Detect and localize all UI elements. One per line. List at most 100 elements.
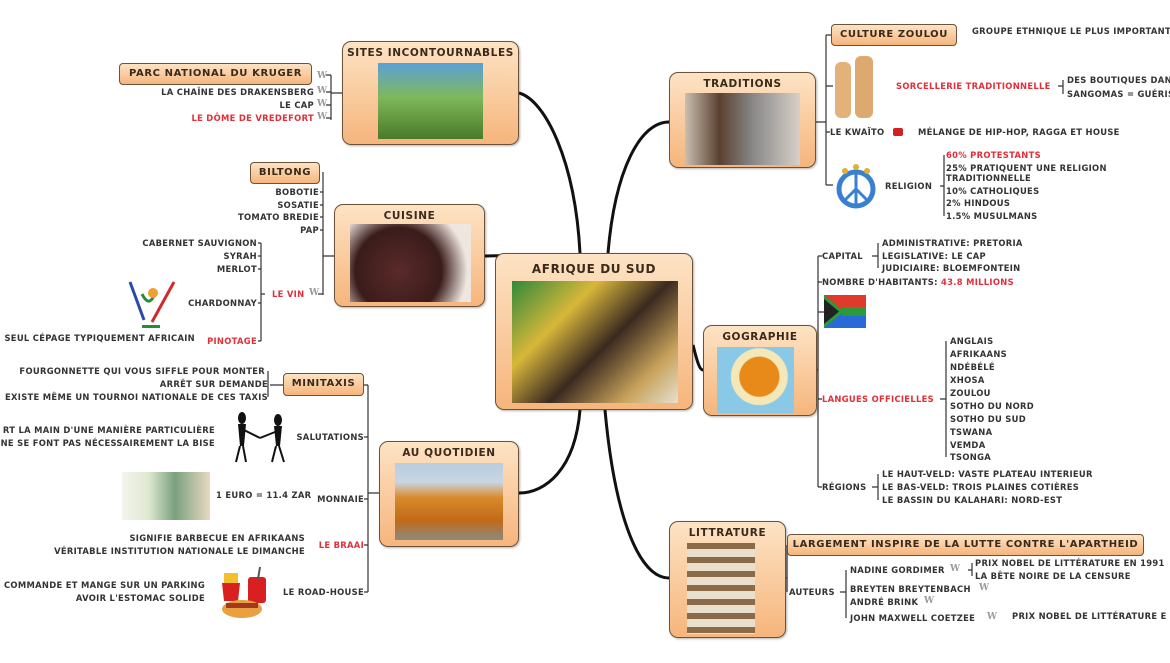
node-traditions[interactable]: TRADITIONS bbox=[669, 72, 816, 168]
wine-item[interactable]: CABERNET SAUVIGNON bbox=[142, 238, 257, 248]
language-item[interactable]: VEMDA bbox=[950, 440, 986, 450]
node-litterature[interactable]: LITTRATURE bbox=[669, 521, 786, 638]
capital-item[interactable]: CAPITAL bbox=[822, 251, 863, 261]
node-title: CUISINE bbox=[383, 210, 436, 222]
node-sites-incontournables[interactable]: SITES INCONTOURNABLES bbox=[342, 41, 519, 145]
roadhouse-note[interactable]: AVOIR L'ESTOMAC SOLIDE bbox=[75, 593, 205, 603]
wine-item[interactable]: PINOTAGE bbox=[207, 336, 257, 346]
site-item[interactable]: LE CAP bbox=[279, 100, 314, 110]
wine-item[interactable]: MERLOT bbox=[216, 264, 257, 274]
le-vin-item[interactable]: LE VIN bbox=[272, 289, 305, 299]
wikipedia-icon[interactable]: W bbox=[317, 86, 328, 96]
minitaxis-note[interactable]: ARRÊT SUR DEMANDE bbox=[159, 379, 268, 389]
zoulou-note[interactable]: GROUPE ETHNIQUE LE PLUS IMPORTANT bbox=[972, 26, 1170, 36]
youtube-icon[interactable] bbox=[893, 128, 903, 136]
author-item[interactable]: ANDRÉ BRINK bbox=[850, 597, 919, 607]
religion-stat[interactable]: TRADITIONNELLE bbox=[946, 173, 1031, 183]
sorcellerie-item[interactable]: SORCELLERIE TRADITIONNELLE bbox=[896, 81, 1051, 91]
wikipedia-icon[interactable]: W bbox=[317, 71, 328, 81]
culture-zoulou-node[interactable]: CULTURE ZOULOU bbox=[831, 24, 957, 46]
regions-item[interactable]: RÉGIONS bbox=[822, 482, 867, 492]
wine-item[interactable]: CHARDONNAY bbox=[188, 298, 257, 308]
religion-stat[interactable]: 2% HINDOUS bbox=[946, 198, 1011, 208]
map-image bbox=[717, 347, 794, 413]
minitaxis-note[interactable]: EXISTE MÊME UN TOURNOI NATIONALE DE CES … bbox=[5, 392, 268, 402]
minitaxis-node[interactable]: MINITAXIS bbox=[283, 373, 364, 396]
dish-item[interactable]: TOMATO BREDIE bbox=[238, 212, 319, 222]
language-item[interactable]: NDÉBÉLÉ bbox=[950, 362, 995, 372]
capital-city[interactable]: LEGISLATIVE: LE CAP bbox=[882, 251, 986, 261]
roadhouse-note[interactable]: COMMANDE ET MANGE SUR UN PARKING bbox=[3, 580, 205, 590]
monnaie-note[interactable]: 1 EURO = 11.4 ZAR bbox=[216, 490, 312, 500]
pinotage-note[interactable]: SEUL CÉPAGE TYPIQUEMENT AFRICAIN bbox=[4, 333, 195, 343]
node-title: GOGRAPHIE bbox=[722, 331, 798, 343]
site-item[interactable]: LA CHAÎNE DES DRAKENSBERG bbox=[161, 87, 314, 97]
kwaito-note[interactable]: MÉLANGE DE HIP-HOP, RAGGA ET HOUSE bbox=[918, 127, 1120, 137]
author-item[interactable]: JOHN MAXWELL COETZEE bbox=[850, 613, 976, 623]
kruger-node[interactable]: PARC NATIONAL DU KRUGER bbox=[119, 63, 312, 85]
religion-stat[interactable]: 25% PRATIQUENT UNE RELIGION bbox=[946, 163, 1107, 173]
region-item[interactable]: LE BASSIN DU KALAHARI: NORD-EST bbox=[882, 495, 1063, 505]
habitants-item[interactable]: NOMBRE D'HABITANTS: 43.8 MILLIONS bbox=[822, 277, 1014, 288]
wikipedia-icon[interactable]: W bbox=[317, 112, 328, 122]
author-item[interactable]: NADINE GORDIMER bbox=[850, 565, 945, 575]
braai-note[interactable]: SIGNIFIE BARBECUE EN AFRIKAANS bbox=[129, 533, 305, 543]
author-item[interactable]: BREYTEN BREYTENBACH bbox=[850, 584, 971, 594]
minitaxis-note[interactable]: FOURGONNETTE QUI VOUS SIFFLE POUR MONTER bbox=[19, 366, 265, 376]
language-item[interactable]: TSONGA bbox=[950, 452, 992, 462]
auteurs-item[interactable]: AUTEURS bbox=[789, 587, 835, 597]
religion-item[interactable]: RELIGION bbox=[885, 181, 933, 191]
biltong-photo bbox=[350, 224, 471, 302]
language-item[interactable]: SOTHO DU NORD bbox=[950, 401, 1035, 411]
wikipedia-icon[interactable]: W bbox=[987, 612, 998, 622]
kwaito-item[interactable]: LE KWAÏTO bbox=[830, 127, 885, 137]
wikipedia-icon[interactable]: W bbox=[950, 564, 961, 574]
dish-item[interactable]: PAP bbox=[300, 225, 319, 235]
braai-note[interactable]: VÉRITABLE INSTITUTION NATIONALE LE DIMAN… bbox=[54, 546, 305, 556]
node-cuisine[interactable]: CUISINE bbox=[334, 204, 485, 307]
capital-city[interactable]: JUDICIAIRE: BLOEMFONTEIN bbox=[882, 263, 1021, 273]
apartheid-banner-node[interactable]: LARGEMENT INSPIRE DE LA LUTTE CONTRE L'A… bbox=[787, 534, 1144, 556]
language-item[interactable]: SOTHO DU SUD bbox=[950, 414, 1026, 424]
religion-stat[interactable]: 60% PROTESTANTS bbox=[946, 150, 1041, 160]
figurine-icon bbox=[835, 62, 851, 118]
language-item[interactable]: TSWANA bbox=[950, 427, 993, 437]
central-node[interactable]: AFRIQUE DU SUD bbox=[495, 253, 693, 410]
religion-stat[interactable]: 1.5% MUSULMANS bbox=[946, 211, 1038, 221]
religion-stat[interactable]: 10% CATHOLIQUES bbox=[946, 186, 1040, 196]
wikipedia-icon[interactable]: W bbox=[309, 288, 320, 298]
wikipedia-icon[interactable]: W bbox=[979, 583, 990, 593]
salutations-note[interactable]: NE SE FONT PAS NÉCESSAIREMENT LA BISE bbox=[0, 438, 215, 448]
node-au-quotidien[interactable]: AU QUOTIDIEN bbox=[379, 441, 519, 547]
coetzee-note[interactable]: PRIX NOBEL DE LITTÉRATURE E bbox=[1012, 611, 1167, 621]
salutations-note[interactable]: RT LA MAIN D'UNE MANIÈRE PARTICULIÈRE bbox=[2, 425, 215, 435]
region-item[interactable]: LE HAUT-VELD: VASTE PLATEAU INTERIEUR bbox=[882, 469, 1093, 479]
site-item[interactable]: LE DÔME DE VREDEFORT bbox=[191, 113, 314, 123]
node-geographie[interactable]: GOGRAPHIE bbox=[703, 325, 817, 416]
roadhouse-item[interactable]: LE ROAD-HOUSE bbox=[283, 587, 364, 597]
mandela-world-cup-photo bbox=[512, 281, 678, 403]
braai-item[interactable]: LE BRAAI bbox=[318, 540, 364, 550]
south-africa-flag-icon bbox=[824, 295, 866, 328]
sorcellerie-note[interactable]: DES BOUTIQUES DAN bbox=[1067, 75, 1170, 85]
dish-item[interactable]: SOSATIE bbox=[277, 200, 319, 210]
sorcellerie-note[interactable]: SANGOMAS = GUÉRIS bbox=[1067, 89, 1170, 99]
capital-city[interactable]: ADMINISTRATIVE: PRETORIA bbox=[882, 238, 1023, 248]
gordimer-note[interactable]: LA BÊTE NOIRE DE LA CENSURE bbox=[975, 571, 1131, 581]
gordimer-note[interactable]: PRIX NOBEL DE LITTÉRATURE EN 1991 bbox=[975, 558, 1165, 568]
node-title: AU QUOTIDIEN bbox=[402, 447, 496, 459]
wine-item[interactable]: SYRAH bbox=[223, 251, 257, 261]
biltong-node[interactable]: BILTONG bbox=[250, 162, 320, 184]
monnaie-item[interactable]: MONNAIE bbox=[317, 494, 364, 504]
wikipedia-icon[interactable]: W bbox=[924, 596, 935, 606]
language-item[interactable]: ANGLAIS bbox=[950, 336, 994, 346]
language-item[interactable]: XHOSA bbox=[950, 375, 985, 385]
region-item[interactable]: LE BAS-VELD: TROIS PLAINES COTIÈRES bbox=[882, 482, 1080, 492]
language-item[interactable]: ZOULOU bbox=[950, 388, 991, 398]
language-item[interactable]: AFRIKAANS bbox=[950, 349, 1007, 359]
salutations-item[interactable]: SALUTATIONS bbox=[296, 432, 364, 442]
wikipedia-icon[interactable]: W bbox=[317, 99, 328, 109]
langues-item[interactable]: LANGUES OFFICIELLES bbox=[822, 394, 934, 404]
dish-item[interactable]: BOBOTIE bbox=[275, 187, 319, 197]
